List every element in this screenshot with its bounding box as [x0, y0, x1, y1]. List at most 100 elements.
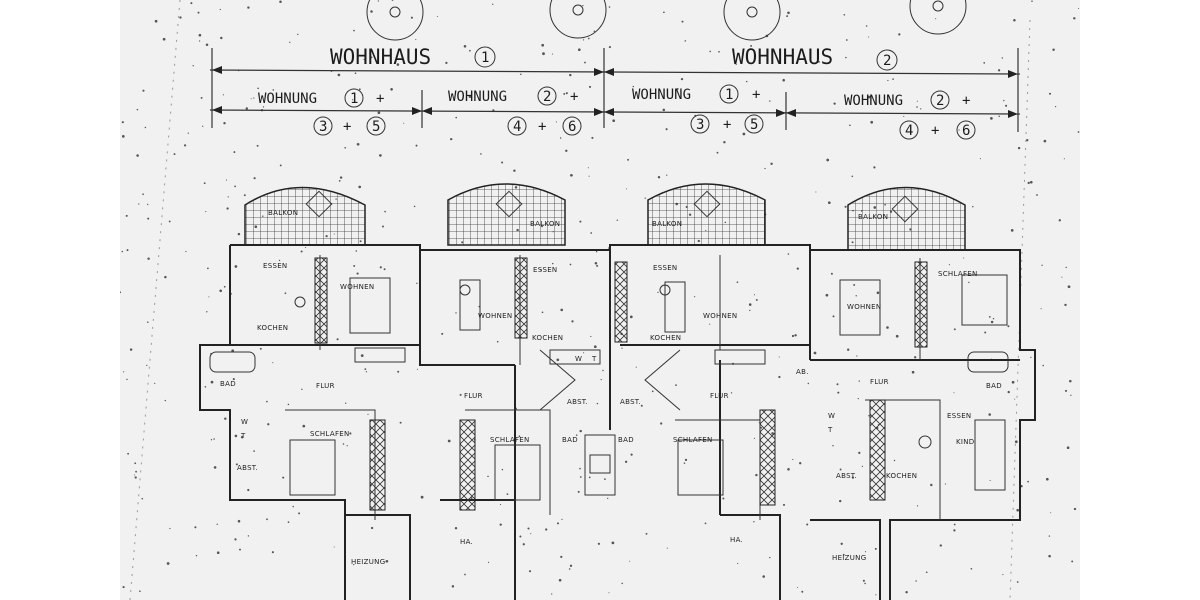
speckle: [365, 371, 368, 373]
speckle: [604, 478, 606, 480]
speckle: [1007, 390, 1010, 394]
speckle: [1078, 7, 1080, 10]
speckle: [169, 527, 171, 530]
speckle: [984, 331, 987, 334]
speckle: [253, 97, 255, 99]
speckle: [963, 257, 965, 259]
speckle: [849, 124, 851, 127]
speckle: [839, 468, 842, 471]
speckle: [300, 250, 303, 253]
speckle: [383, 268, 386, 271]
speckle: [626, 188, 628, 190]
speckle: [842, 553, 845, 556]
speckle: [1045, 477, 1049, 481]
speckle: [223, 285, 226, 288]
speckle: [602, 369, 604, 372]
tree-symbol-2: [549, 0, 607, 39]
speckle: [208, 296, 210, 298]
balconies: [244, 183, 966, 251]
speckle: [844, 205, 847, 208]
speckle: [345, 402, 347, 404]
speckle: [755, 473, 758, 477]
speckle: [391, 0, 394, 1]
speckle: [397, 370, 400, 373]
speckle: [587, 167, 589, 169]
speckle: [126, 249, 129, 252]
speckle: [769, 556, 771, 559]
speckle: [492, 3, 494, 5]
house-number: 1: [481, 50, 489, 66]
speckle: [355, 250, 358, 252]
speckle: [551, 262, 554, 265]
speckle: [121, 250, 124, 253]
speckle: [237, 232, 241, 236]
apartment-number: 6: [568, 119, 576, 135]
speckle: [441, 332, 444, 335]
speckle: [1007, 325, 1010, 328]
speckle: [487, 475, 489, 478]
speckle: [675, 384, 677, 386]
plus-sign: +: [723, 117, 731, 133]
speckle: [336, 338, 339, 341]
speckle: [748, 303, 752, 306]
speckle: [583, 352, 585, 354]
speckle: [753, 437, 756, 439]
speckle: [629, 315, 633, 319]
room-label-wohnen: WOHNEN: [703, 312, 737, 320]
speckle: [364, 368, 367, 370]
room-label-wohnen: WOHNEN: [340, 283, 374, 291]
apartment-number: 3: [319, 119, 327, 135]
left-margin: [0, 0, 120, 600]
speckle: [385, 559, 389, 563]
room-label-schlafen: SCHLAFEN: [938, 270, 978, 278]
speckle: [997, 69, 1001, 72]
speckle: [958, 129, 960, 131]
speckle: [545, 528, 548, 531]
speckle: [630, 453, 633, 456]
speckle: [202, 125, 204, 127]
speckle: [799, 462, 802, 465]
speckle: [346, 445, 348, 447]
speckle: [292, 505, 294, 508]
speckle: [561, 518, 563, 521]
speckle: [833, 102, 836, 105]
paper-speckles: [120, 0, 1080, 596]
speckle: [627, 158, 630, 161]
plus-sign: +: [752, 87, 760, 103]
speckle: [930, 483, 933, 487]
speckle: [990, 320, 994, 324]
speckle: [587, 37, 590, 40]
room-label-flur: FLUR: [870, 378, 889, 386]
speckle: [136, 154, 139, 157]
room-label-kochen: KOCHEN: [532, 334, 563, 342]
speckle: [134, 462, 137, 465]
speckle: [225, 179, 228, 181]
speckle: [839, 499, 842, 503]
apartment-number: 1: [350, 91, 358, 107]
speckle: [979, 158, 981, 160]
speckle: [582, 4, 584, 7]
speckle: [596, 264, 599, 267]
speckle: [396, 63, 400, 66]
speckle: [147, 217, 150, 220]
speckle: [662, 108, 666, 112]
speckle: [210, 380, 214, 384]
room-label-w: W: [241, 418, 248, 426]
apartment-number: 6: [962, 123, 970, 139]
speckle: [612, 119, 616, 123]
plus-sign: +: [962, 93, 970, 109]
speckle: [245, 107, 249, 110]
speckle: [279, 0, 282, 4]
speckle: [164, 275, 167, 279]
speckle: [198, 33, 202, 37]
speckle: [892, 78, 894, 80]
speckle: [206, 311, 208, 313]
room-label-abst: ABST.: [836, 472, 857, 480]
speckle: [1031, 0, 1033, 2]
speckle: [770, 162, 773, 166]
room-label-schlafen: SCHLAFEN: [490, 436, 530, 444]
speckle: [223, 122, 226, 125]
speckle: [144, 126, 147, 129]
speckle: [556, 522, 560, 525]
speckle: [513, 169, 516, 172]
